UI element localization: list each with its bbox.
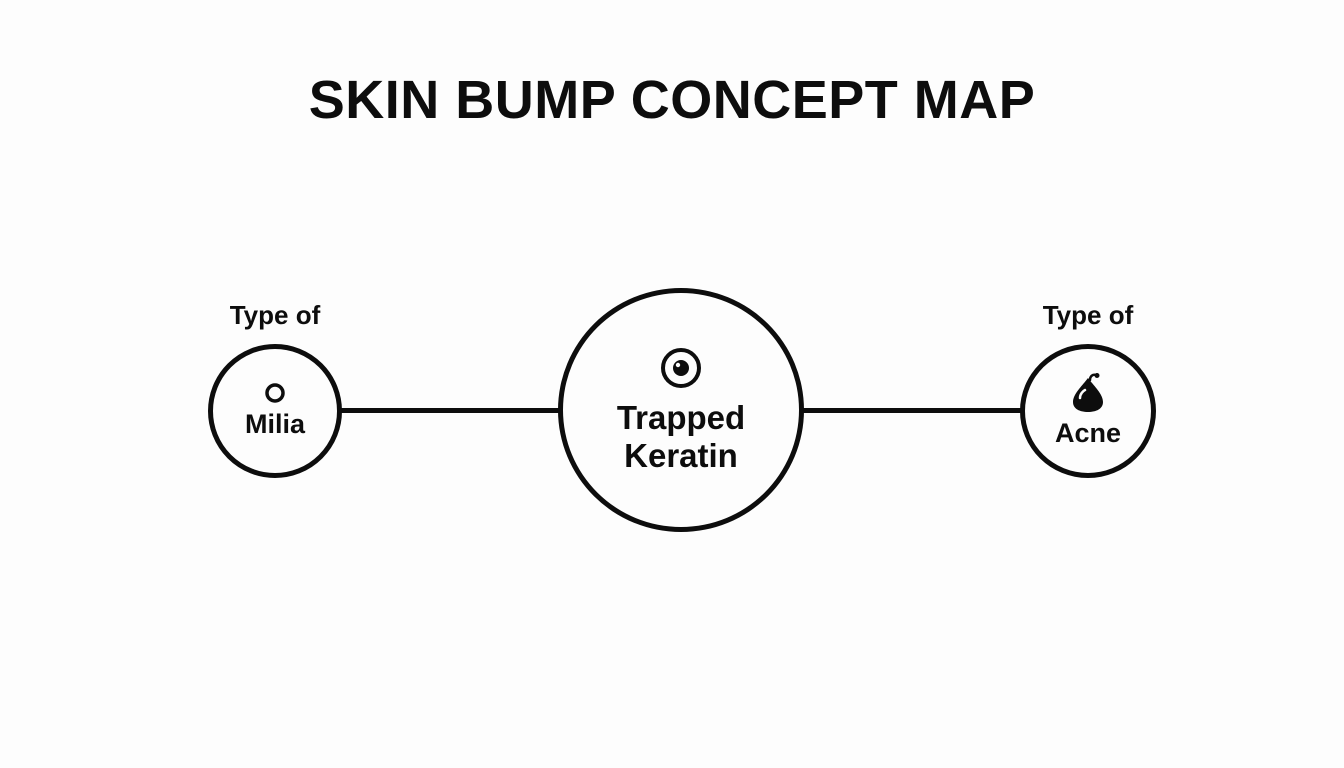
node-milia: Milia xyxy=(208,344,342,478)
relation-label-left: Type of xyxy=(229,300,321,330)
connector-keratin-acne xyxy=(800,408,1024,413)
connector-milia-keratin xyxy=(340,408,562,413)
node-label-acne: Acne xyxy=(1054,418,1122,449)
node-acne: Acne xyxy=(1020,344,1156,478)
node-label-milia: Milia xyxy=(244,409,305,440)
pimple-drop-icon xyxy=(1073,373,1103,413)
small-ring-icon xyxy=(265,383,285,404)
relation-label-right: Type of xyxy=(1042,300,1134,330)
node-trapped-keratin: Trapped Keratin xyxy=(558,288,804,532)
target-icon xyxy=(661,348,701,389)
page-title: SKIN BUMP CONCEPT MAP xyxy=(308,70,1036,130)
node-label-trapped-keratin: Trapped Keratin xyxy=(616,399,746,474)
